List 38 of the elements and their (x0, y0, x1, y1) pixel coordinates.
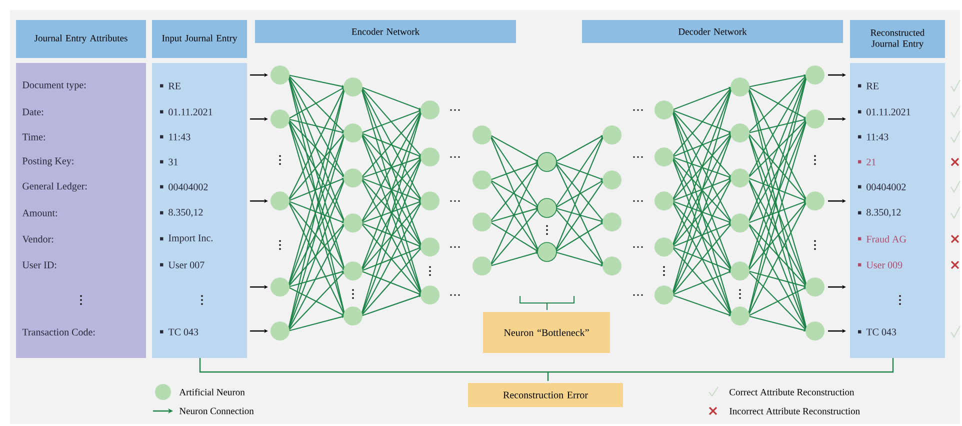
legend-label: Incorrect Attribute Reconstruction (730, 408, 860, 414)
value-label: TC 043 (168, 328, 198, 336)
value-label: Import Inc. (168, 234, 213, 244)
attribute-label: Time: (22, 134, 45, 140)
value-label: 31 (168, 158, 178, 166)
value-label: 00404002 (866, 184, 906, 190)
callout-box: Reconstruction Error (468, 383, 623, 407)
section-banner: Encoder Network (255, 20, 516, 43)
value-label: 01.11.2021 (168, 108, 212, 116)
value-label: RE (866, 82, 878, 90)
attribute-label: Vendor: (22, 235, 54, 243)
attribute-label: Amount: (22, 210, 57, 216)
legend-label: Neuron Connection (179, 408, 254, 414)
attribute-label: User ID: (22, 262, 56, 268)
legend-label: Artificial Neuron (179, 388, 245, 396)
value-label: 01.11.2021 (866, 108, 910, 116)
value-label: 00404002 (168, 184, 208, 190)
value-label: RE (168, 82, 180, 90)
value-label: 21 (866, 158, 876, 166)
attribute-label: Date: (22, 108, 44, 116)
value-label: Fraud AG (866, 235, 906, 242)
attribute-label: General Ledger: (22, 182, 87, 192)
value-label: 11:43 (169, 134, 190, 140)
value-label: TC 043 (866, 328, 896, 336)
attribute-label: Document type: (22, 82, 86, 90)
legend-label: Correct Attribute Reconstruction (730, 388, 854, 396)
value-label: User 007 (168, 262, 204, 268)
callout-box: Neuron “Bottleneck” (483, 312, 610, 353)
attribute-label: Transaction Code: (22, 328, 95, 336)
value-label: 8.350,12 (866, 208, 901, 218)
section-banner: Decoder Network (582, 20, 843, 43)
column-header: Reconstructed Journal Entry (850, 20, 945, 58)
value-label: 11:43 (867, 134, 888, 140)
value-label: 8.350,12 (168, 208, 203, 218)
column-header: Journal Entry Attributes (16, 20, 146, 58)
value-label: User 009 (866, 262, 902, 268)
column-header: Input Journal Entry (152, 20, 247, 58)
attribute-label: Posting Key: (22, 158, 74, 166)
